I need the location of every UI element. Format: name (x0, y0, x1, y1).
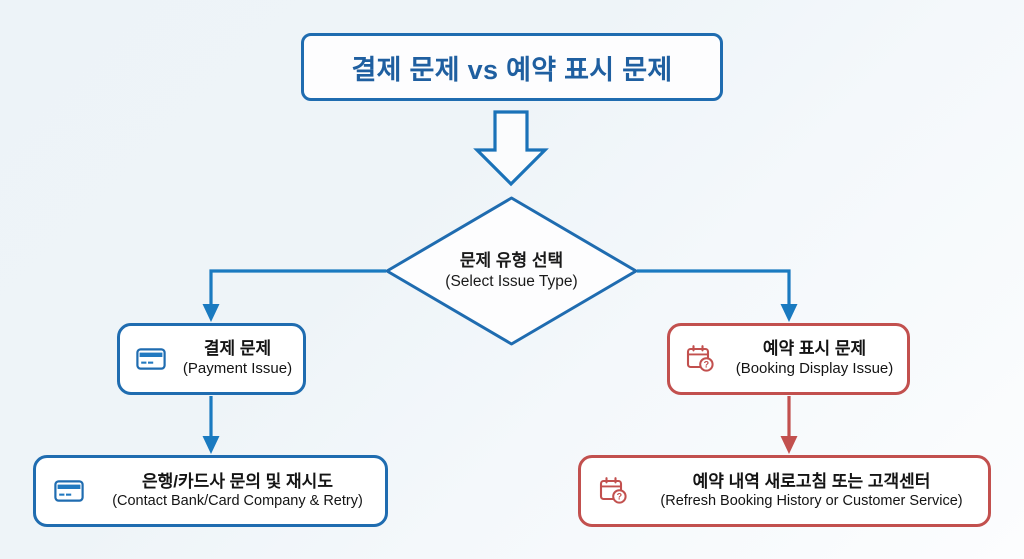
node-contact-bank-retry-label-ko: 은행/카드사 문의 및 재시도 (142, 471, 333, 491)
decision-label-ko: 문제 유형 선택 (459, 251, 564, 271)
node-booking-display-issue-labels: 예약 표시 문제 (Booking Display Issue) (728, 339, 907, 378)
decision-label-en: (Select Issue Type) (445, 272, 578, 290)
node-payment-issue[interactable]: 결제 문제 (Payment Issue) (117, 323, 306, 395)
calendar-question-icon: ? (597, 474, 631, 508)
credit-card-icon (134, 342, 168, 376)
connector-decision-to-payment (202, 269, 386, 322)
connector-payment-to-action (202, 396, 220, 454)
node-refresh-booking-or-cs-labels: 예약 내역 새로고침 또는 고객센터 (Refresh Booking Hist… (641, 472, 988, 511)
node-refresh-booking-or-cs-label-en: (Refresh Booking History or Customer Ser… (660, 493, 963, 510)
node-contact-bank-retry-labels: 은행/카드사 문의 및 재시도 (Contact Bank/Card Compa… (96, 472, 385, 511)
decision-node[interactable]: 문제 유형 선택 (Select Issue Type) (385, 197, 638, 345)
block-arrow-down-icon (473, 110, 549, 187)
node-payment-issue-label-en: (Payment Issue) (182, 359, 293, 377)
credit-card-icon (52, 474, 86, 508)
node-booking-display-issue-label-en: (Booking Display Issue) (735, 359, 894, 377)
node-contact-bank-retry-label-en: (Contact Bank/Card Company & Retry) (112, 493, 363, 510)
node-booking-display-issue[interactable]: ? 예약 표시 문제 (Booking Display Issue) (667, 323, 910, 395)
calendar-question-icon: ? (684, 342, 718, 376)
svg-text:?: ? (617, 492, 623, 502)
page-title: 결제 문제 vs 예약 표시 문제 (351, 54, 673, 85)
decision-diamond-shape (385, 196, 638, 346)
node-refresh-booking-or-cs-label-ko: 예약 내역 새로고침 또는 고객센터 (692, 471, 931, 491)
connector-booking-to-action (780, 396, 798, 454)
page-title-box: 결제 문제 vs 예약 표시 문제 (301, 33, 723, 101)
connector-decision-to-booking (637, 269, 798, 322)
node-payment-issue-label-ko: 결제 문제 (203, 339, 272, 359)
node-booking-display-issue-label-ko: 예약 표시 문제 (762, 339, 867, 359)
node-refresh-booking-or-cs[interactable]: ? 예약 내역 새로고침 또는 고객센터 (Refresh Booking Hi… (578, 455, 991, 527)
node-payment-issue-labels: 결제 문제 (Payment Issue) (178, 339, 303, 378)
node-contact-bank-retry[interactable]: 은행/카드사 문의 및 재시도 (Contact Bank/Card Compa… (33, 455, 388, 527)
svg-text:?: ? (704, 360, 710, 370)
